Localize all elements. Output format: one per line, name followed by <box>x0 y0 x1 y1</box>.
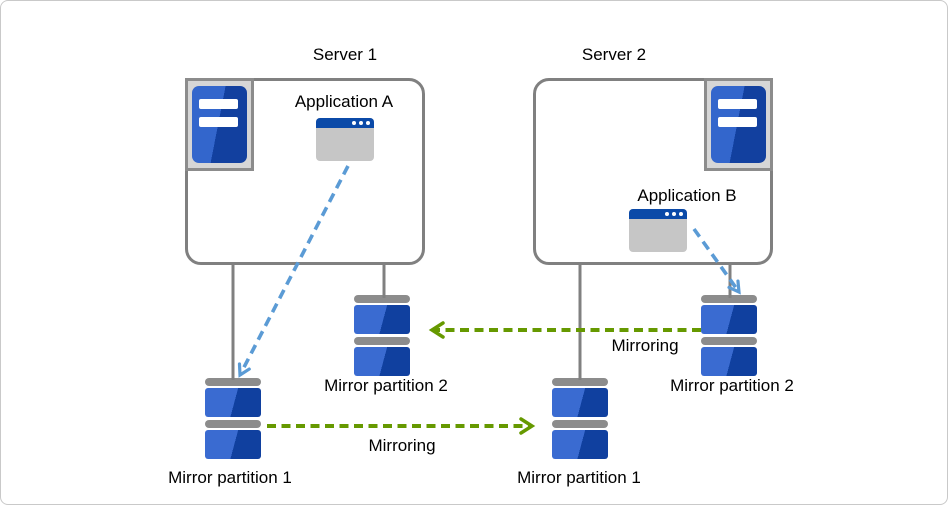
server-1-icon <box>185 78 254 171</box>
server2-partition1-disk-icon <box>552 378 608 462</box>
server-2-icon <box>704 78 773 171</box>
mirroring-upper-label: Mirroring <box>611 336 679 355</box>
disk-cap <box>205 420 261 428</box>
disk-cap <box>701 295 757 303</box>
tower-slot-bar <box>718 99 757 109</box>
window-button-dot <box>366 121 370 125</box>
window-button-dot <box>352 121 356 125</box>
server-tower-icon <box>711 86 766 163</box>
application-a-label: Application A <box>294 92 394 111</box>
server1-partition2-label: Mirror partition 2 <box>324 376 448 395</box>
disk-cap <box>701 337 757 345</box>
disk-platter <box>205 388 261 417</box>
disk-platter <box>552 430 608 459</box>
disk-cap <box>354 337 410 345</box>
server-2-label: Server 2 <box>581 45 647 64</box>
tower-slot-bar <box>718 117 757 127</box>
application-b-window-icon <box>629 209 687 252</box>
disk-platter <box>205 430 261 459</box>
window-titlebar <box>316 118 374 128</box>
server2-partition2-disk-icon <box>701 295 757 379</box>
server1-partition1-disk-icon <box>205 378 261 462</box>
disk-platter <box>552 388 608 417</box>
window-button-dot <box>665 212 669 216</box>
application-b-label: Application B <box>637 186 737 205</box>
disk-platter <box>701 305 757 334</box>
window-button-dot <box>679 212 683 216</box>
window-button-dot <box>359 121 363 125</box>
disk-cap <box>552 378 608 386</box>
disk-platter <box>354 347 410 376</box>
disk-cap <box>552 420 608 428</box>
tower-slot-bar <box>199 99 238 109</box>
server-1-label: Server 1 <box>312 45 378 64</box>
server-2-box <box>533 78 773 265</box>
disk-platter <box>354 305 410 334</box>
server-tower-icon <box>192 86 247 163</box>
server1-partition2-disk-icon <box>354 295 410 379</box>
application-a-window-icon <box>316 118 374 161</box>
server2-partition2-label: Mirror partition 2 <box>670 376 794 395</box>
disk-cap <box>205 378 261 386</box>
tower-slot-bar <box>199 117 238 127</box>
mirroring-lower-label: Mirroring <box>368 436 436 455</box>
server2-partition1-label: Mirror partition 1 <box>517 468 641 487</box>
disk-platter <box>701 347 757 376</box>
disk-cap <box>354 295 410 303</box>
server1-partition1-label: Mirror partition 1 <box>168 468 292 487</box>
window-titlebar <box>629 209 687 219</box>
window-button-dot <box>672 212 676 216</box>
